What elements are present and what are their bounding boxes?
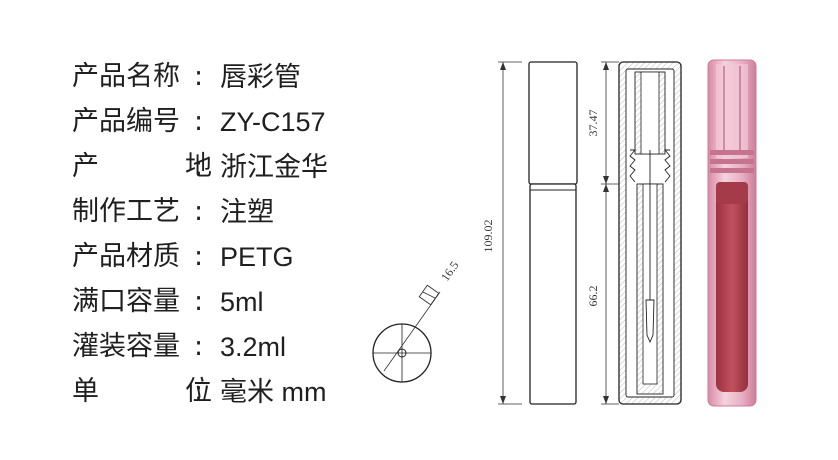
spec-colon: : — [194, 151, 204, 182]
spec-label: 产品编号 — [72, 106, 180, 137]
spec-label-char: 单 — [72, 376, 99, 407]
spec-value: 注塑 — [220, 197, 274, 227]
spec-row-product-name: 产品名称 : 唇彩管 — [72, 60, 392, 105]
spec-colon: : — [194, 241, 204, 272]
spec-label-char: 产 — [72, 151, 99, 182]
body-outline — [529, 183, 577, 405]
body-section-label: 66.2 — [586, 286, 600, 307]
spec-label-char: 位 — [185, 376, 212, 407]
spec-list: 产品名称 : 唇彩管 产品编号 : ZY-C157 产地 : 浙江金华 制作工艺… — [72, 60, 392, 420]
spec-value: 唇彩管 — [220, 62, 301, 92]
thread-right — [664, 149, 671, 183]
spec-value: 5ml — [220, 287, 264, 317]
spec-row-fill-capacity: 灌装容量 : 3.2ml — [72, 330, 392, 375]
spec-row-material: 产品材质 : PETG — [72, 240, 392, 285]
spec-value: 浙江金华 — [220, 152, 328, 182]
dim-total-height: 109.02 — [481, 61, 522, 405]
product-render — [707, 59, 757, 407]
spec-label: 产品名称 — [72, 61, 180, 92]
spec-label: 产地 — [72, 150, 212, 184]
spec-label-char: 地 — [185, 151, 212, 182]
spec-colon: : — [194, 331, 204, 362]
spec-colon: : — [194, 61, 204, 92]
spec-label: 灌装容量 — [72, 331, 180, 362]
spec-label: 单位 — [72, 375, 212, 409]
top-view: 16.5 — [372, 258, 462, 383]
spec-label: 满口容量 — [72, 286, 180, 317]
spec-row-full-capacity: 满口容量 : 5ml — [72, 285, 392, 330]
outline-view — [528, 61, 578, 405]
spec-colon: : — [194, 106, 204, 137]
diameter-label: 16.5 — [438, 258, 462, 283]
section-view — [618, 61, 682, 405]
spec-row-product-code: 产品编号 : ZY-C157 — [72, 105, 392, 150]
spec-value: 3.2ml — [220, 332, 287, 362]
spec-value: PETG — [220, 242, 294, 272]
lip-gloss-liquid — [716, 182, 748, 392]
spec-colon: : — [194, 376, 204, 407]
spec-label: 产品材质 — [72, 241, 180, 272]
spec-label: 制作工艺 — [72, 196, 180, 227]
spec-row-origin: 产地 : 浙江金华 — [72, 150, 392, 195]
spec-row-unit: 单位 : 毫米 mm — [72, 375, 392, 420]
dim-section: 37.47 66.2 — [586, 61, 619, 405]
cap-outline — [528, 61, 578, 185]
spec-value: 毫米 mm — [220, 377, 327, 407]
dim-total-height-label: 109.02 — [481, 220, 495, 253]
cap-section-label: 37.47 — [586, 110, 600, 137]
spec-value: ZY-C157 — [220, 107, 326, 137]
spec-colon: : — [194, 196, 204, 227]
spec-row-process: 制作工艺 : 注塑 — [72, 195, 392, 240]
thread-left — [629, 149, 636, 183]
spec-colon: : — [194, 286, 204, 317]
wand-tip — [645, 299, 655, 344]
